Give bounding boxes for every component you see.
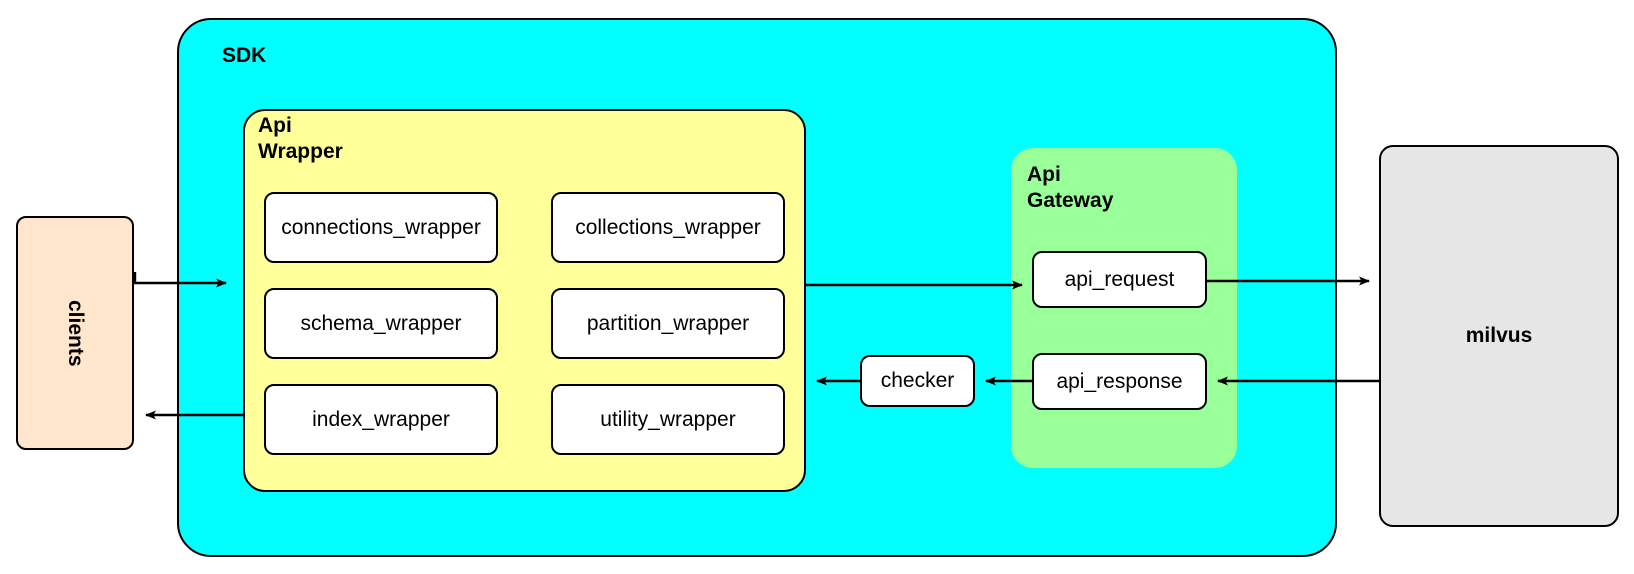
node-schema-wrapper[interactable]: schema_wrapper	[264, 288, 498, 359]
node-checker[interactable]: checker	[860, 355, 975, 407]
node-api-response[interactable]: api_response	[1032, 353, 1207, 410]
node-api-request[interactable]: api_request	[1032, 251, 1207, 308]
node-connections-wrapper[interactable]: connections_wrapper	[264, 192, 498, 263]
node-collections-wrapper[interactable]: collections_wrapper	[551, 192, 785, 263]
container-api-gateway[interactable]	[1011, 148, 1237, 468]
node-schema-wrapper-label: schema_wrapper	[300, 311, 462, 335]
node-partition-wrapper[interactable]: partition_wrapper	[551, 288, 785, 359]
node-clients-label: clients	[64, 299, 87, 367]
node-index-wrapper[interactable]: index_wrapper	[264, 384, 498, 455]
node-utility-wrapper[interactable]: utility_wrapper	[551, 384, 785, 455]
node-index-wrapper-label: index_wrapper	[312, 407, 450, 431]
node-milvus-label: milvus	[1465, 324, 1533, 347]
node-api-response-label: api_response	[1056, 369, 1183, 393]
node-partition-wrapper-label: partition_wrapper	[586, 311, 750, 335]
node-utility-wrapper-label: utility_wrapper	[600, 407, 736, 431]
node-milvus[interactable]: milvus	[1379, 145, 1619, 527]
node-collections-wrapper-label: collections_wrapper	[575, 215, 761, 239]
node-checker-label: checker	[880, 369, 955, 392]
node-clients[interactable]: clients	[16, 216, 134, 450]
node-connections-wrapper-label: connections_wrapper	[281, 215, 481, 239]
node-api-request-label: api_request	[1064, 267, 1175, 291]
